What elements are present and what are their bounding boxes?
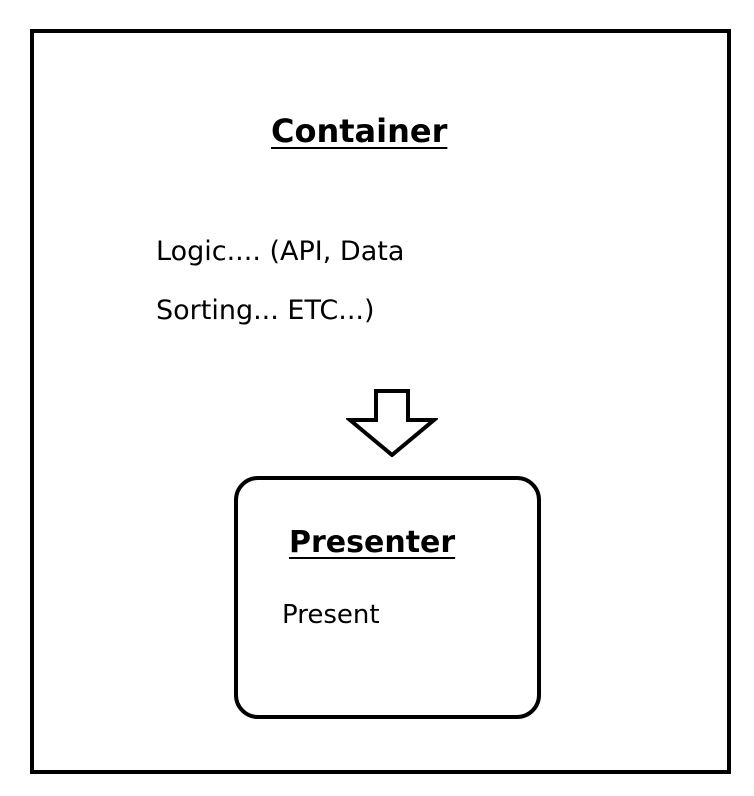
presenter-description: Present	[282, 600, 380, 630]
presenter-title: Presenter	[289, 525, 456, 560]
presenter-box	[234, 476, 541, 719]
container-description: Logic.... (API, Data Sorting... ETC...)	[156, 222, 404, 340]
container-description-line-1: Logic.... (API, Data	[156, 236, 405, 267]
down-arrow-icon	[346, 389, 438, 457]
container-box	[30, 29, 731, 774]
container-description-line-2: Sorting... ETC...)	[156, 295, 375, 326]
container-title: Container	[271, 112, 448, 150]
